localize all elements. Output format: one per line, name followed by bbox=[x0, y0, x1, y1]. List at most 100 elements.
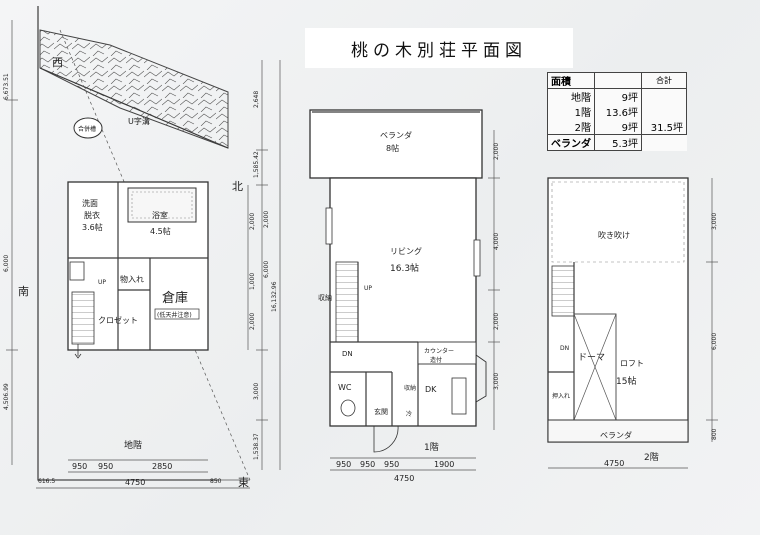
wc-label: WC bbox=[338, 383, 352, 392]
second-dn: DN bbox=[560, 345, 569, 352]
first-floor-plan bbox=[309, 109, 500, 471]
living-label: リビング bbox=[390, 246, 422, 256]
first-veranda bbox=[309, 109, 483, 179]
first-rdim-2: 4,000 bbox=[493, 233, 500, 250]
second-storage: 押入れ bbox=[552, 392, 570, 400]
mid-dim-2: 6,000 bbox=[263, 261, 270, 278]
right-dim-3: 2,000 bbox=[249, 213, 256, 230]
first-rdim-1: 2,000 bbox=[493, 143, 500, 160]
dk-label: DK bbox=[425, 385, 437, 394]
rock-wall bbox=[39, 29, 229, 149]
area-total-sum: 31.5坪 bbox=[641, 119, 687, 135]
toilet bbox=[340, 399, 356, 417]
basement-up: UP bbox=[98, 279, 106, 286]
bath-size: 4.5帖 bbox=[150, 226, 171, 236]
septic-label: 合併槽 bbox=[78, 125, 96, 133]
area-header-total: 合計 bbox=[641, 72, 687, 89]
right-dim-6: 3,000 bbox=[253, 383, 260, 400]
right-dim-1: 2,648 bbox=[253, 91, 260, 108]
living-size: 16.3帖 bbox=[390, 262, 419, 274]
second-veranda-label: ベランダ bbox=[600, 430, 632, 440]
washroom-label: 洗面 bbox=[82, 198, 98, 208]
closet-label: クロゼット bbox=[98, 315, 138, 325]
compass-north: 北 bbox=[232, 180, 243, 193]
loft-size: 15帖 bbox=[616, 375, 636, 387]
fridge-label: 冷 bbox=[406, 410, 412, 418]
warehouse-note: (低天井注意) bbox=[157, 311, 192, 319]
first-dim-4: 1900 bbox=[434, 460, 454, 469]
basement-dim-2: 950 bbox=[98, 462, 113, 471]
mid-dim-1: 2,000 bbox=[263, 211, 270, 228]
counter bbox=[417, 341, 477, 365]
compass-east: 東 bbox=[238, 476, 249, 489]
second-dim-total: 4750 bbox=[604, 459, 624, 468]
built-in-label: 造付 bbox=[430, 356, 442, 364]
dormer-label: ドーマ bbox=[578, 353, 605, 363]
second-rdim-1: 3,000 bbox=[711, 213, 718, 230]
right-dim-total: 16,132.96 bbox=[271, 281, 278, 312]
basement-floor-label: 地階 bbox=[124, 439, 142, 451]
first-dim-total: 4750 bbox=[394, 474, 414, 483]
first-veranda-label: ベランダ bbox=[380, 130, 412, 140]
area-veranda-value: 5.3坪 bbox=[594, 134, 642, 151]
area-header: 面積 bbox=[547, 72, 595, 89]
septic-tank bbox=[73, 117, 103, 139]
first-up: UP bbox=[364, 285, 372, 292]
loft-label: ロフト bbox=[620, 359, 644, 368]
first-dn: DN bbox=[342, 350, 353, 358]
left-dim-3: 4,506.99 bbox=[3, 383, 10, 410]
second-rdim-2: 6,000 bbox=[711, 333, 718, 350]
left-dim-2: 6,000 bbox=[3, 255, 10, 272]
first-floor-label: 1階 bbox=[424, 442, 439, 453]
compass-south: 南 bbox=[18, 285, 29, 298]
basement-left-small: 616.5 bbox=[38, 478, 55, 485]
area-table: 面積 合計 地階 9坪 1階 13.6坪 2階 9坪 31.5坪 ベランダ 5.… bbox=[547, 72, 687, 151]
first-rdim-3: 2,000 bbox=[493, 313, 500, 330]
second-floor-plan bbox=[547, 177, 718, 469]
area-total-b bbox=[641, 88, 687, 104]
washbasin bbox=[69, 261, 85, 281]
void-area bbox=[551, 181, 685, 263]
first-storage-side: 収納 bbox=[318, 293, 332, 302]
basement-stairs bbox=[71, 291, 95, 345]
first-dim-3: 950 bbox=[384, 460, 399, 469]
basement-dim-total: 4750 bbox=[125, 478, 145, 487]
page-title: 桃の木別荘平面図 bbox=[351, 40, 527, 61]
dressing-size: 3.6帖 bbox=[82, 222, 103, 232]
basement-dim-3: 2850 bbox=[152, 462, 172, 471]
void-label: 吹き吹け bbox=[598, 230, 630, 240]
u-gutter-label: U字溝 bbox=[128, 116, 150, 126]
compass-west: 西 bbox=[52, 56, 63, 69]
basement-dim-1: 950 bbox=[72, 462, 87, 471]
storage-room-label: 物入れ bbox=[120, 274, 144, 284]
second-floor-label: 2階 bbox=[644, 452, 659, 463]
area-total-1 bbox=[641, 104, 687, 119]
first-dim-1: 950 bbox=[336, 460, 351, 469]
left-dim-1: 6,673.51 bbox=[3, 73, 10, 100]
entrance-door bbox=[373, 425, 399, 453]
first-storage-2: 収納 bbox=[404, 384, 416, 392]
basement-plan bbox=[6, 6, 281, 489]
right-dim-5: 1,000 bbox=[249, 273, 256, 290]
entrance-label: 玄関 bbox=[374, 407, 388, 416]
second-rdim-3: 800 bbox=[711, 428, 718, 440]
first-stairs bbox=[335, 261, 359, 343]
bathtub bbox=[127, 187, 197, 223]
second-stairs bbox=[551, 265, 575, 317]
right-dim-7: 1,538.37 bbox=[253, 433, 260, 460]
right-dim-4: 2,000 bbox=[249, 313, 256, 330]
first-veranda-size: 8帖 bbox=[386, 143, 399, 153]
first-dim-2: 950 bbox=[360, 460, 375, 469]
title-box: 桃の木別荘平面図 bbox=[305, 28, 573, 68]
bath-label: 浴室 bbox=[152, 210, 168, 220]
counter-label: カウンター bbox=[424, 347, 454, 355]
kitchen-sink bbox=[451, 377, 467, 415]
first-rdim-4: 3,000 bbox=[493, 373, 500, 390]
right-dim-2: 1,585.42 bbox=[253, 151, 260, 178]
dressing-label: 脱衣 bbox=[84, 210, 100, 220]
basement-right-small: 850 bbox=[210, 478, 222, 485]
second-veranda bbox=[547, 419, 689, 443]
warehouse-label: 倉庫 bbox=[162, 291, 188, 306]
